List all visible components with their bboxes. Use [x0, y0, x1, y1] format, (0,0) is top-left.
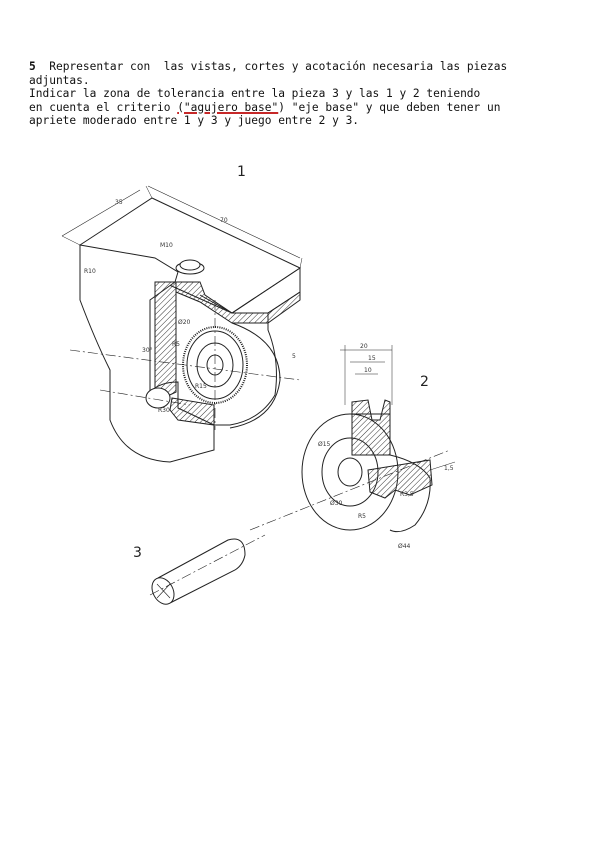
svg-text:Ø30: Ø30 — [330, 500, 343, 507]
part-1-drawing — [61, 185, 303, 463]
svg-text:Ø44: Ø44 — [398, 543, 411, 550]
part-2-drawing — [249, 345, 456, 533]
svg-text:R30: R30 — [158, 407, 170, 414]
svg-text:20: 20 — [360, 343, 368, 350]
exercise-number: 5 — [29, 60, 36, 73]
part-3-label: 3 — [133, 545, 142, 561]
svg-text:Ø20: Ø20 — [178, 319, 191, 326]
part-3-drawing — [149, 534, 266, 605]
svg-text:15: 15 — [368, 355, 376, 362]
svg-text:R10: R10 — [84, 268, 96, 275]
svg-text:30°: 30° — [142, 347, 153, 354]
statement-line-2: adjuntas. — [29, 73, 90, 87]
svg-text:70: 70 — [220, 217, 228, 224]
svg-text:R5: R5 — [358, 513, 366, 520]
svg-text:10: 10 — [364, 367, 372, 374]
svg-text:1,5: 1,5 — [444, 465, 454, 472]
svg-text:Ø15: Ø15 — [318, 441, 331, 448]
svg-text:R5: R5 — [172, 341, 180, 348]
statement-line-3: Indicar la zona de tolerancia entre la p… — [29, 87, 481, 101]
svg-text:R15: R15 — [195, 383, 207, 390]
svg-text:M10: M10 — [160, 242, 173, 249]
svg-text:R3,5: R3,5 — [400, 491, 414, 498]
svg-text:5: 5 — [292, 353, 296, 360]
svg-text:35: 35 — [115, 199, 123, 206]
statement-line-4: en cuenta el criterio ("agujero base") "… — [29, 100, 501, 114]
exercise-statement: 5 Representar con las vistas, cortes y a… — [29, 60, 574, 128]
part-2-label: 2 — [420, 374, 429, 390]
underlined-criterion: ("agujero base" — [177, 100, 279, 114]
part-1-label: 1 — [237, 164, 246, 180]
statement-line-1: 5 Representar con las vistas, cortes y a… — [29, 60, 508, 73]
statement-line-5: apriete moderado entre 1 y 3 y juego ent… — [29, 114, 360, 128]
